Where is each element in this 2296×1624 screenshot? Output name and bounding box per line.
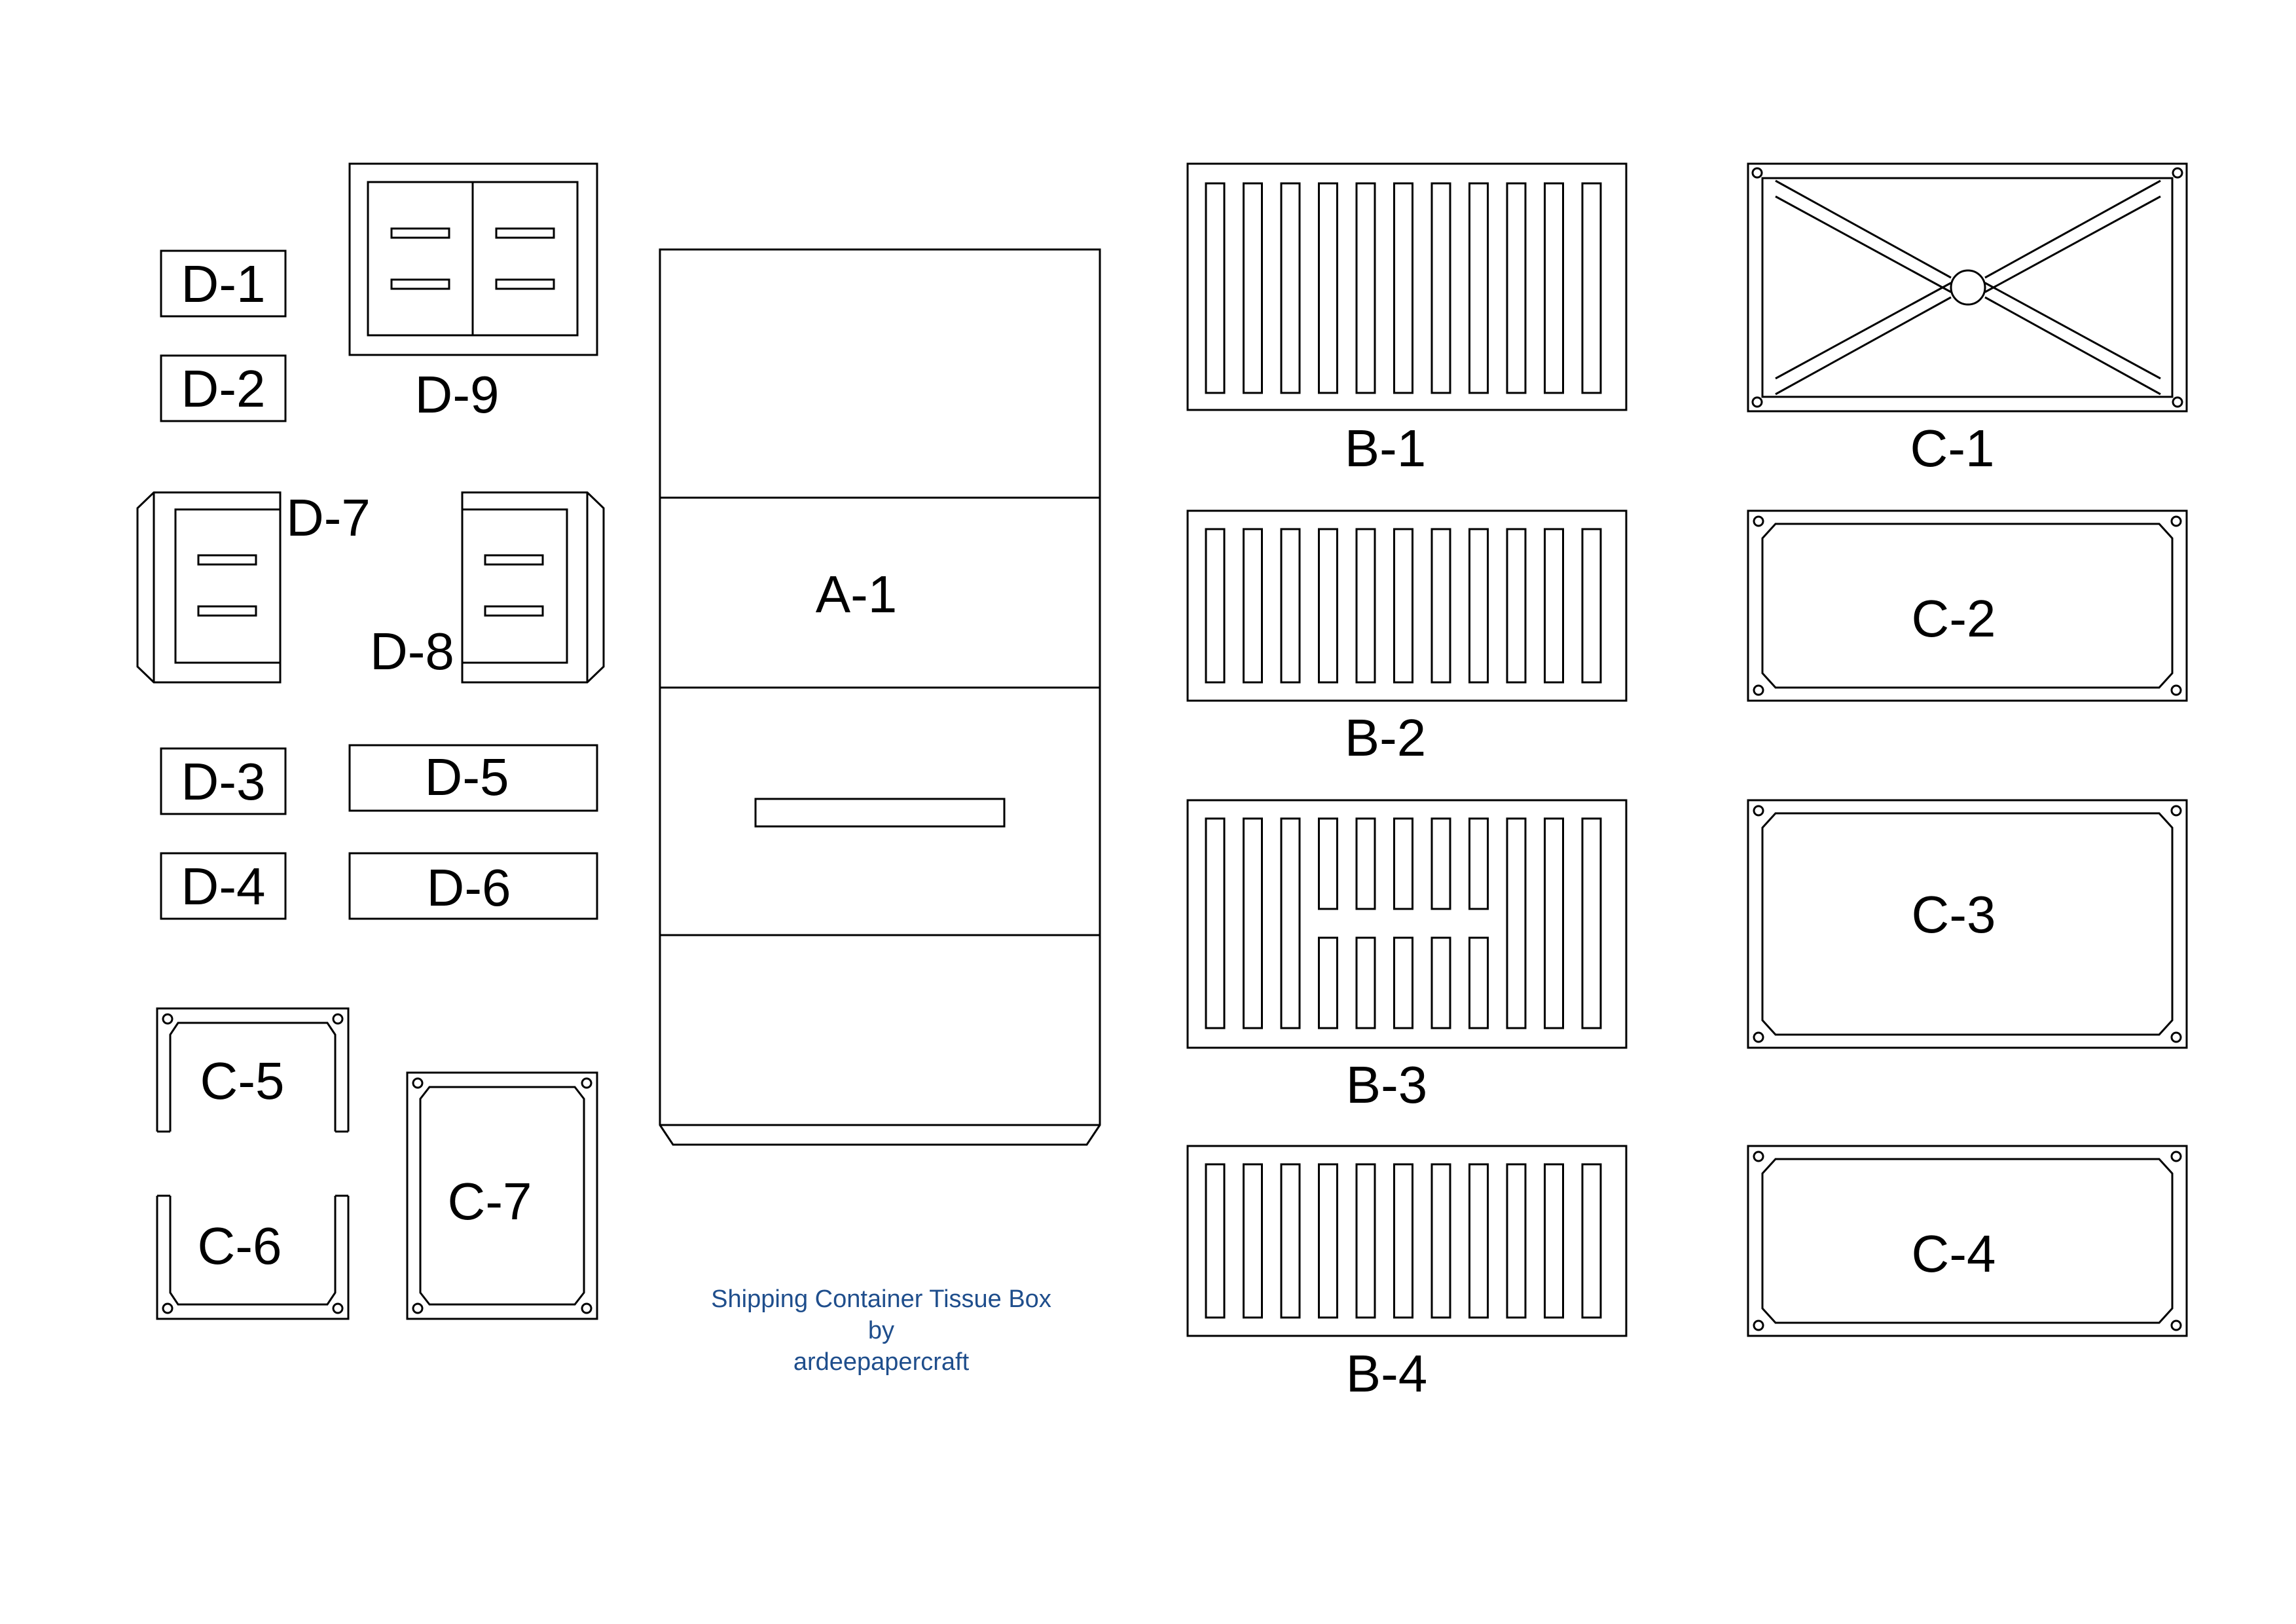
container-rib bbox=[1318, 528, 1338, 684]
piece-d1: D-1 bbox=[160, 249, 287, 318]
container-rib bbox=[1243, 817, 1263, 1029]
label-a1: A-1 bbox=[816, 565, 898, 623]
container-rib-short bbox=[1355, 817, 1376, 910]
container-rib bbox=[1544, 1163, 1564, 1319]
container-rib bbox=[1318, 1163, 1338, 1319]
container-rib bbox=[1393, 1163, 1413, 1319]
container-rib bbox=[1430, 182, 1451, 394]
container-rib-short bbox=[1430, 817, 1451, 910]
container-rib bbox=[1243, 528, 1263, 684]
container-rib bbox=[1393, 528, 1413, 684]
container-rib bbox=[1280, 528, 1301, 684]
credit-block: Shipping Container Tissue Box by ardeepa… bbox=[711, 1285, 1051, 1376]
piece-d2: D-2 bbox=[160, 354, 287, 422]
container-rib-short bbox=[1393, 817, 1413, 910]
container-rib bbox=[1581, 182, 1602, 394]
container-rib bbox=[1430, 1163, 1451, 1319]
piece-b2: B-2 bbox=[1186, 509, 1628, 767]
container-rib bbox=[1243, 182, 1263, 394]
container-rib bbox=[1205, 528, 1226, 684]
label-d6: D-6 bbox=[427, 858, 511, 917]
container-rib-short bbox=[1318, 936, 1338, 1029]
label-c5: C-5 bbox=[200, 1052, 285, 1110]
piece-d8: D-8 bbox=[370, 491, 605, 684]
container-rib bbox=[1544, 528, 1564, 684]
container-rib bbox=[1468, 528, 1489, 684]
container-rib bbox=[1506, 1163, 1527, 1319]
piece-d5: D-5 bbox=[348, 744, 598, 812]
container-rib bbox=[1318, 182, 1338, 394]
label-c4: C-4 bbox=[1912, 1225, 1996, 1283]
piece-d6: D-6 bbox=[348, 852, 598, 920]
container-rib-short bbox=[1318, 817, 1338, 910]
container-rib bbox=[1506, 528, 1527, 684]
container-rib bbox=[1355, 528, 1376, 684]
piece-c7: C-7 bbox=[406, 1071, 598, 1320]
container-rib bbox=[1581, 1163, 1602, 1319]
container-rib bbox=[1205, 817, 1226, 1029]
container-rib bbox=[1243, 1163, 1263, 1319]
label-c1: C-1 bbox=[1910, 419, 1995, 477]
container-rib bbox=[1355, 182, 1376, 394]
credit-title: Shipping Container Tissue Box bbox=[711, 1285, 1051, 1313]
credit-author: ardeepapercraft bbox=[793, 1348, 970, 1376]
container-rib-short bbox=[1430, 936, 1451, 1029]
container-rib-short bbox=[1468, 817, 1489, 910]
piece-c2: C-2 bbox=[1747, 509, 2188, 702]
container-rib bbox=[1468, 182, 1489, 394]
label-d5: D-5 bbox=[425, 748, 509, 806]
container-rib bbox=[1280, 817, 1301, 1029]
label-b3: B-3 bbox=[1346, 1056, 1428, 1114]
piece-b3: B-3 bbox=[1186, 799, 1628, 1114]
container-rib bbox=[1544, 817, 1564, 1029]
label-c7: C-7 bbox=[448, 1172, 532, 1230]
piece-d7: D-7 bbox=[136, 489, 371, 684]
piece-d3: D-3 bbox=[160, 747, 287, 815]
label-d8: D-8 bbox=[370, 622, 454, 680]
container-rib bbox=[1544, 182, 1564, 394]
container-rib bbox=[1280, 182, 1301, 394]
container-rib bbox=[1581, 817, 1602, 1029]
container-rib bbox=[1205, 182, 1226, 394]
piece-d4: D-4 bbox=[160, 852, 287, 920]
piece-a1: A-1 bbox=[659, 248, 1101, 1146]
piece-b4: B-4 bbox=[1186, 1145, 1628, 1403]
piece-d9: D-9 bbox=[348, 162, 598, 424]
container-rib bbox=[1393, 182, 1413, 394]
label-b2: B-2 bbox=[1345, 709, 1427, 767]
container-rib-short bbox=[1393, 936, 1413, 1029]
container-rib bbox=[1430, 528, 1451, 684]
piece-c1: C-1 bbox=[1747, 162, 2188, 477]
container-rib bbox=[1205, 1163, 1226, 1319]
label-c2: C-2 bbox=[1912, 589, 1996, 648]
container-rib-short bbox=[1468, 936, 1489, 1029]
container-rib-short bbox=[1355, 936, 1376, 1029]
label-b4: B-4 bbox=[1346, 1344, 1428, 1403]
piece-c3: C-3 bbox=[1747, 799, 2188, 1049]
label-d2: D-2 bbox=[181, 360, 266, 418]
label-d4: D-4 bbox=[181, 857, 266, 915]
label-c3: C-3 bbox=[1912, 885, 1996, 944]
container-rib bbox=[1581, 528, 1602, 684]
label-c6: C-6 bbox=[198, 1217, 282, 1275]
credit-by: by bbox=[868, 1317, 894, 1344]
container-rib bbox=[1468, 1163, 1489, 1319]
container-rib bbox=[1280, 1163, 1301, 1319]
label-d1: D-1 bbox=[181, 255, 266, 313]
piece-c6: C-6 bbox=[156, 1194, 350, 1320]
piece-c4: C-4 bbox=[1747, 1145, 2188, 1337]
label-d9: D-9 bbox=[415, 365, 500, 424]
label-d7: D-7 bbox=[286, 489, 371, 547]
container-rib bbox=[1506, 817, 1527, 1029]
piece-b1: B-1 bbox=[1186, 162, 1628, 477]
container-rib bbox=[1506, 182, 1527, 394]
label-d3: D-3 bbox=[181, 752, 266, 811]
piece-c5: C-5 bbox=[156, 1007, 350, 1133]
container-rib bbox=[1355, 1163, 1376, 1319]
label-b1: B-1 bbox=[1345, 419, 1427, 477]
